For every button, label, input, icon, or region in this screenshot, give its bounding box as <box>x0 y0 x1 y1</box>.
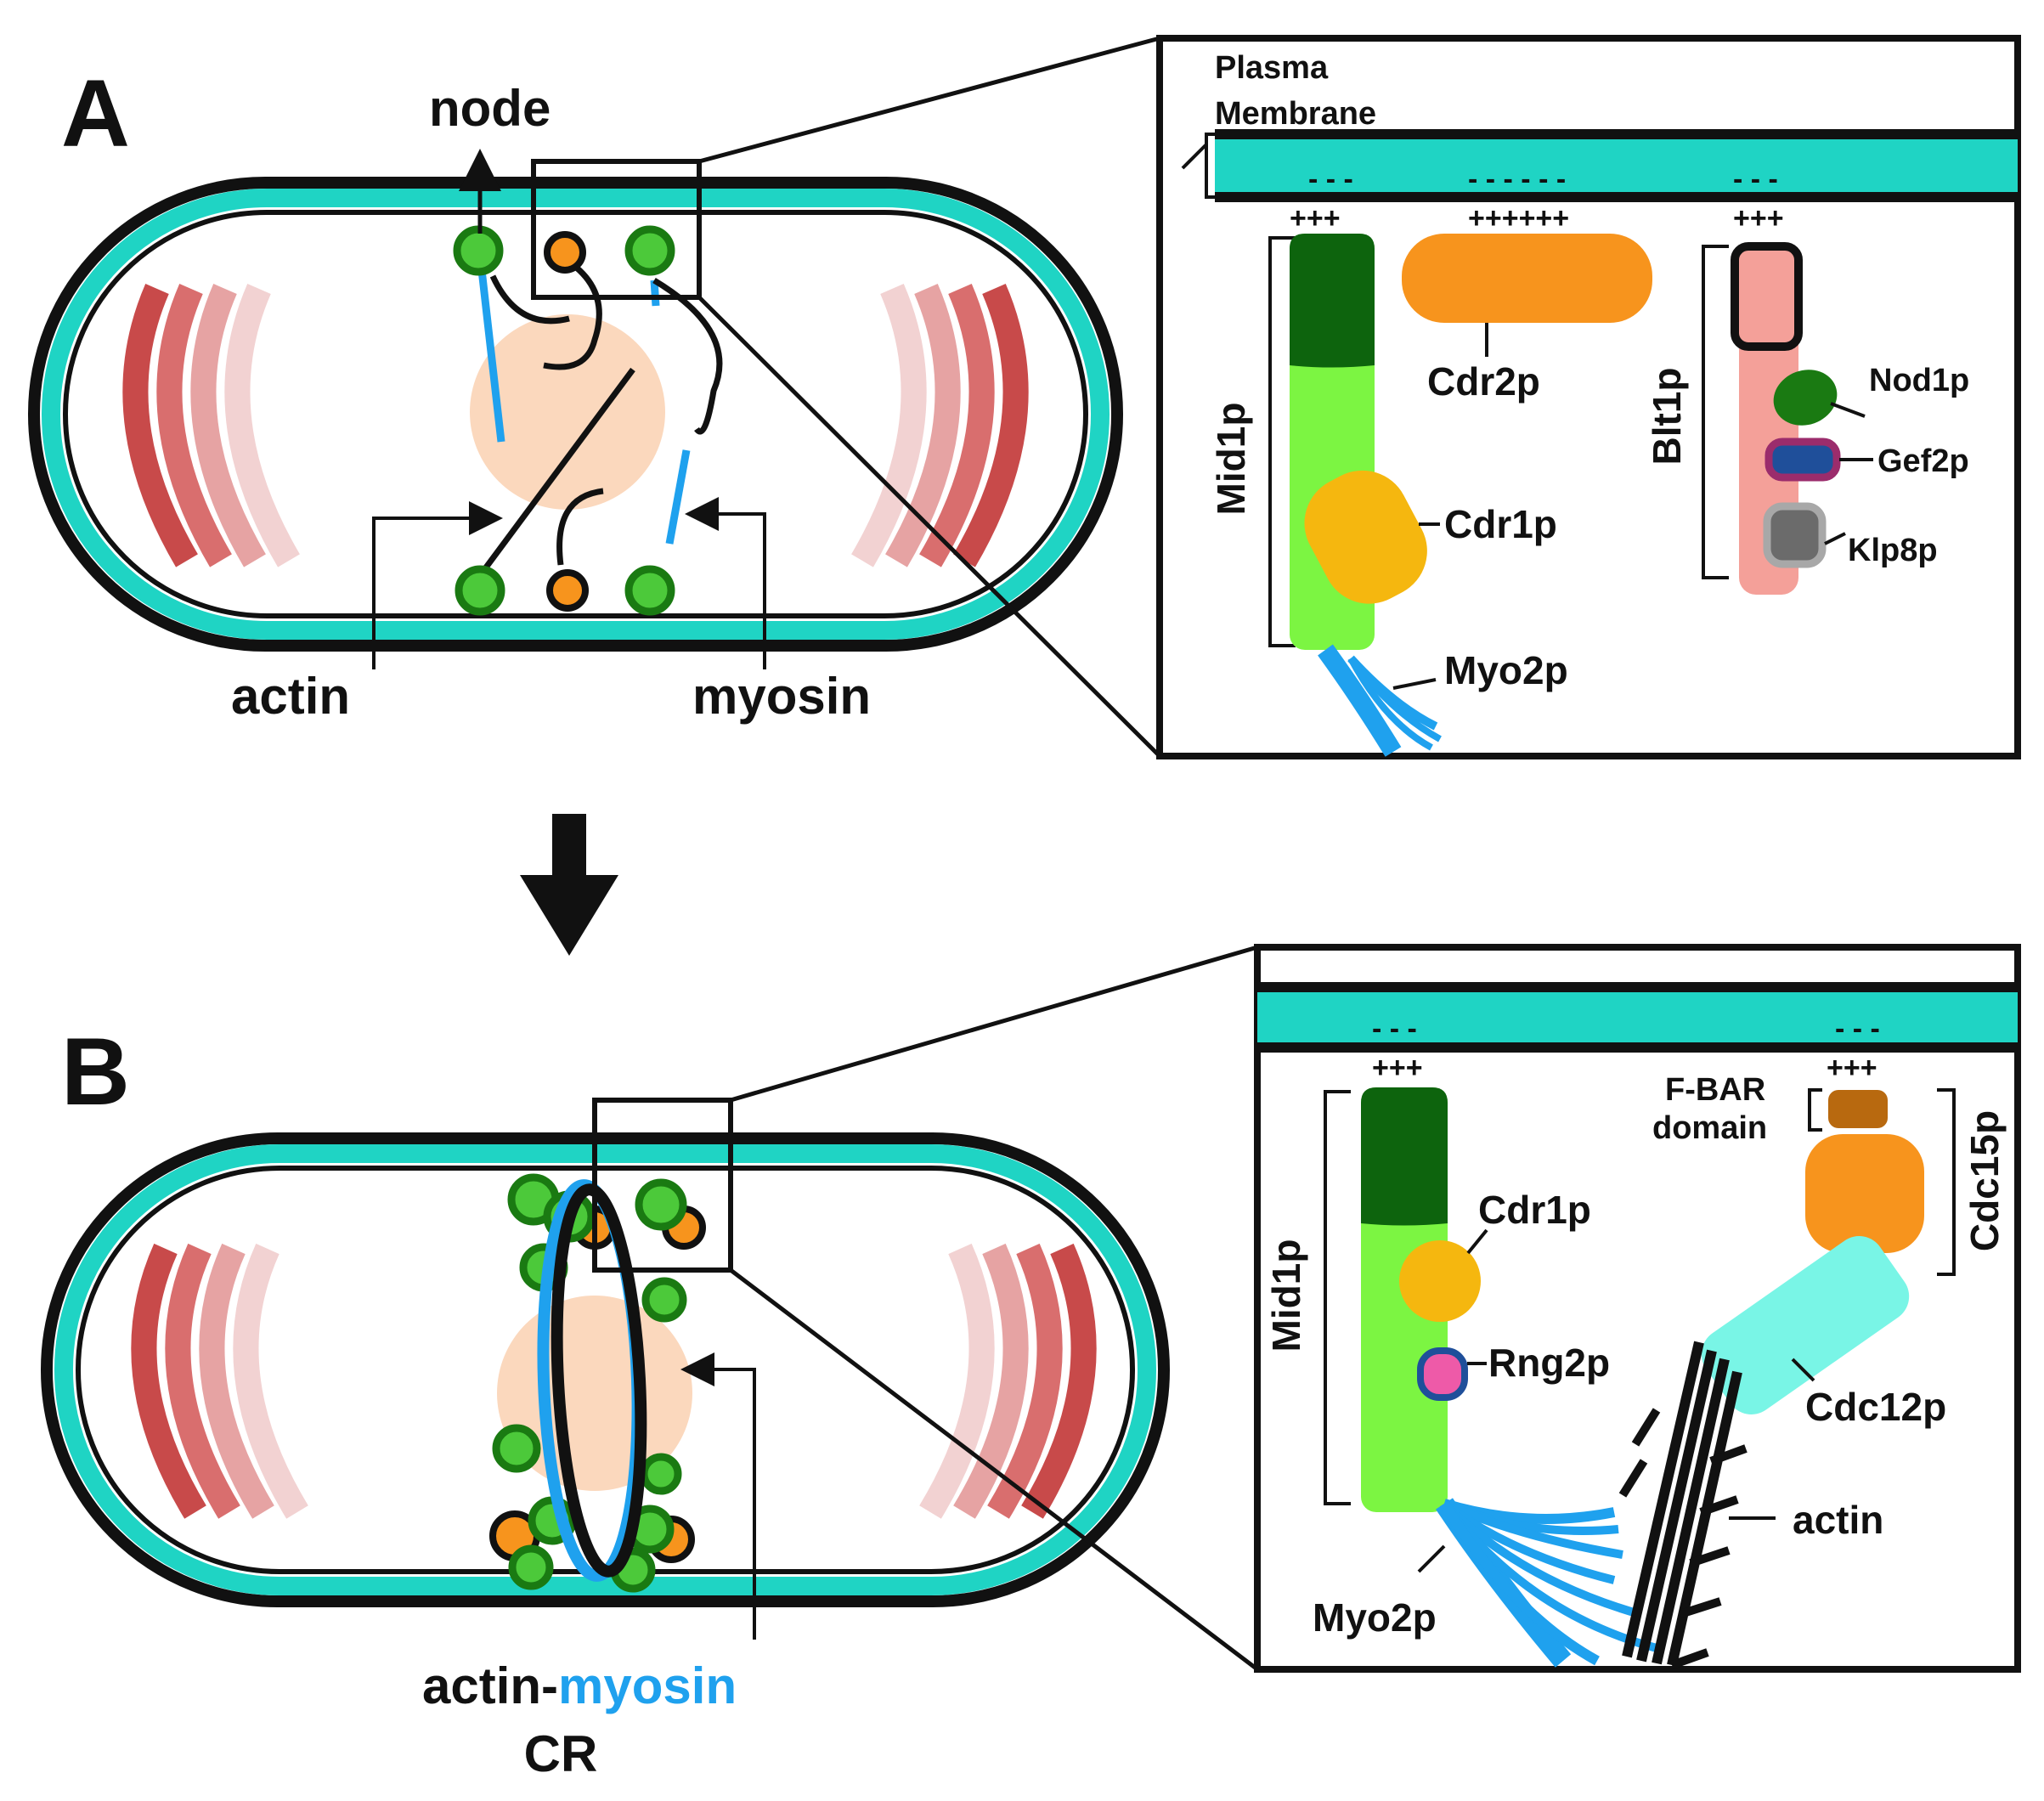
charge-pos: +++ <box>1372 1052 1423 1084</box>
zoom-connector <box>697 296 1161 758</box>
organelle-arcs-right-b <box>919 1243 1097 1519</box>
klp8p-shape <box>1763 502 1827 568</box>
charge-pos: +++ <box>1733 202 1784 234</box>
organelle-arcs-left-a <box>122 284 300 567</box>
label-mid1p-a: Mid1p <box>1209 403 1253 516</box>
label-fbar-1: F-BAR <box>1665 1072 1765 1108</box>
actin-pointer-arrow <box>372 501 503 669</box>
actin-filament <box>556 488 604 566</box>
charge-neg: - - - - - - <box>1468 163 1566 195</box>
myo2p-tail-a <box>1318 644 1442 757</box>
charge-neg: - - - <box>1835 1013 1880 1045</box>
label-myosin-a: myosin <box>692 668 871 725</box>
membrane-label-1: Plasma <box>1215 50 1329 86</box>
cell-b <box>41 1098 1170 1607</box>
inset-a: Plasma Membrane - - - - - - - - - - - - … <box>1156 35 2021 759</box>
charge-pos: +++ <box>1290 202 1341 234</box>
label-cr-myosin: myosin <box>558 1657 737 1714</box>
label-actin-b: actin <box>1793 1498 1883 1542</box>
label-cdr2p-a: Cdr2p <box>1427 359 1540 404</box>
node-green <box>508 1544 554 1590</box>
node-orange <box>546 569 589 612</box>
charge-pos: ++++++ <box>1468 202 1569 234</box>
membrane-label-2: Membrane <box>1215 96 1376 132</box>
membrane-a <box>42 189 1110 640</box>
organelle-arcs-right-a <box>851 284 1029 567</box>
panel-a-letter: A <box>61 60 130 167</box>
membrane-b <box>54 1144 1156 1595</box>
label-myo2p-a: Myo2p <box>1444 648 1568 692</box>
cell-a <box>28 159 1123 652</box>
label-myo2p-b: Myo2p <box>1313 1595 1437 1640</box>
myosin-filament <box>665 449 691 545</box>
transition-arrow <box>520 814 618 956</box>
node-green <box>641 1277 687 1323</box>
panel-a: A <box>28 35 2021 759</box>
inset-b-membrane <box>1257 990 2018 1045</box>
cdr2p-shape <box>1402 234 1652 323</box>
nucleus-a <box>470 314 665 510</box>
zoom-connector <box>698 36 1160 164</box>
panel-b-letter: B <box>61 1019 130 1125</box>
cr-pointer-arrow <box>680 1352 756 1640</box>
cdr1p-shape-b <box>1399 1240 1481 1322</box>
node-green <box>453 225 504 276</box>
myosin-filament <box>650 279 660 307</box>
myosin-pointer-arrow <box>685 497 766 669</box>
nod1p-shape <box>1773 370 1838 426</box>
inset-a-membrane <box>1215 136 2018 195</box>
node-green <box>455 565 505 616</box>
zoom-connector <box>730 945 1258 1103</box>
cdr1p-shape <box>1304 470 1427 604</box>
actin-bundle-b <box>1618 1341 1748 1669</box>
actin-filament <box>483 367 635 570</box>
cdc12p-shape <box>1701 1236 1910 1414</box>
label-gef2p: Gef2p <box>1877 443 1969 479</box>
label-fbar-2: domain <box>1652 1110 1767 1146</box>
actin-filament <box>489 274 570 325</box>
label-cr-actin: actin- <box>422 1657 558 1714</box>
organelle-arcs-left-b <box>131 1243 308 1519</box>
label-cr-line2: CR <box>524 1725 598 1782</box>
node-green <box>635 1178 687 1231</box>
node-green <box>624 565 675 616</box>
label-node: node <box>429 80 551 137</box>
label-blt1p-a: Blt1p <box>1645 368 1689 466</box>
node-green <box>640 1453 682 1495</box>
node-green <box>492 1424 541 1473</box>
panel-b: B <box>41 944 2021 1782</box>
actin-filament <box>543 257 602 370</box>
label-cr-line1: actin-myosin <box>422 1657 737 1714</box>
inset-b: - - - - - - +++ +++ Mid1p Cdr1p Rng2p <box>1254 944 2021 1673</box>
label-cdc15p: Cdc15p <box>1962 1110 2007 1251</box>
zoom-box-b <box>592 1098 733 1273</box>
label-actin-a: actin <box>231 668 350 725</box>
label-klp8p: Klp8p <box>1848 533 1938 568</box>
label-nod1p: Nod1p <box>1869 363 1969 398</box>
gef2p-shape <box>1765 438 1841 482</box>
charge-pos: +++ <box>1827 1052 1877 1084</box>
label-cdr1p-a: Cdr1p <box>1444 502 1557 546</box>
charge-neg: - - - <box>1308 163 1353 195</box>
rng2p-shape <box>1417 1347 1468 1401</box>
zoom-connector <box>729 1268 1259 1671</box>
node-green <box>624 225 675 276</box>
actin-filament <box>652 277 723 435</box>
cdc15p-shape <box>1805 1134 1924 1253</box>
fbar-domain-shape <box>1828 1090 1888 1128</box>
cr-actin-ring <box>551 1183 647 1578</box>
myosin-filament <box>476 254 505 443</box>
label-cdr1p-b: Cdr1p <box>1478 1188 1591 1232</box>
label-cdc12p: Cdc12p <box>1805 1385 1946 1429</box>
charge-neg: - - - <box>1733 163 1778 195</box>
charge-neg: - - - <box>1372 1013 1417 1045</box>
myo2p-fan-b <box>1436 1498 1658 1668</box>
zoom-box-a <box>531 159 702 300</box>
node-orange <box>544 231 586 274</box>
label-mid1p-b: Mid1p <box>1264 1239 1308 1352</box>
label-rng2p: Rng2p <box>1488 1341 1610 1385</box>
